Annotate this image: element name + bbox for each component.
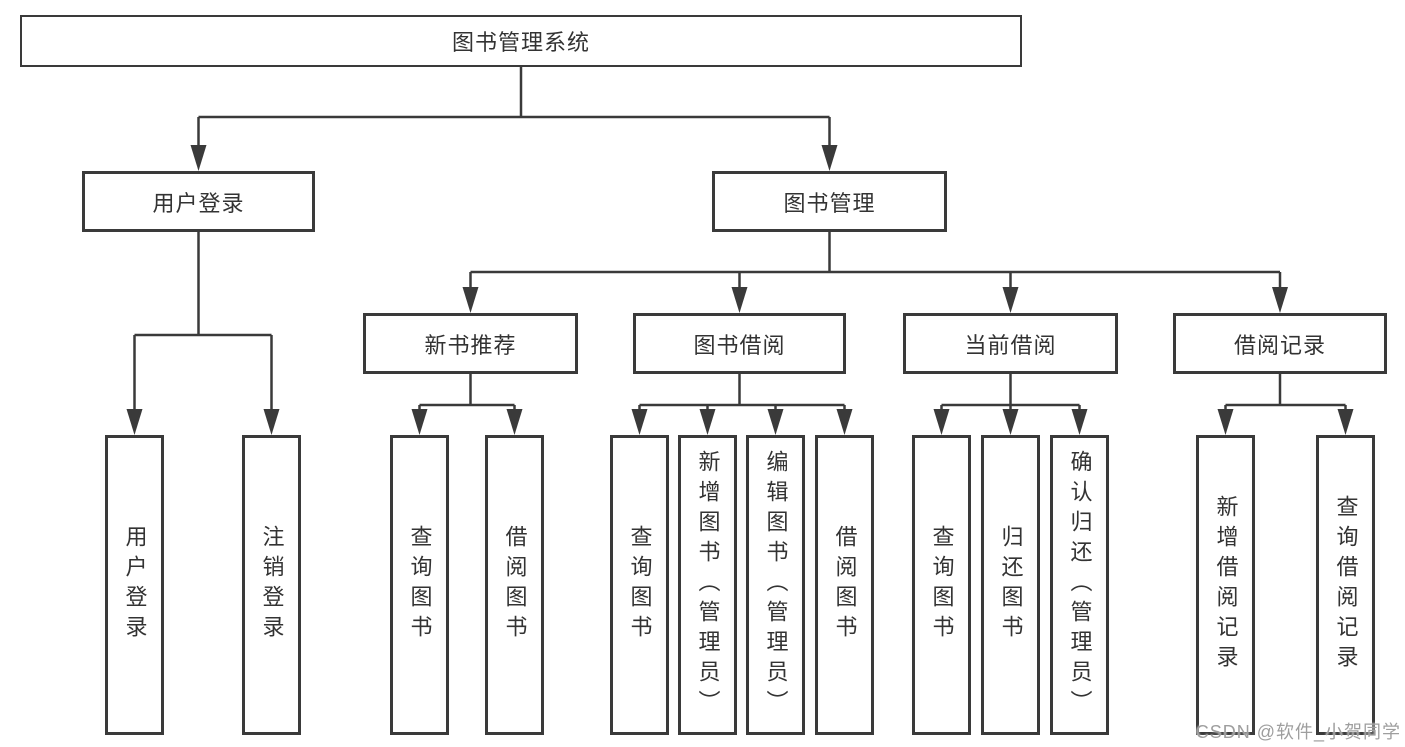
- node-label: 查询借阅记录: [1333, 495, 1359, 675]
- node-label: 图书管理系统: [451, 30, 590, 55]
- leaf-records-add-record: 新增借阅记录: [1196, 435, 1255, 735]
- node-label: 编辑图书（管理员）: [763, 450, 789, 720]
- leaf-current-search-books: 查询图书: [912, 435, 971, 735]
- leaf-borrowing-add-books-admin: 新增图书（管理员）: [678, 435, 737, 735]
- node-label: 借阅图书: [832, 525, 858, 645]
- leaf-current-confirm-return-admin: 确认归还（管理员）: [1050, 435, 1109, 735]
- node-label: 新增借阅记录: [1213, 495, 1239, 675]
- node-label: 查询图书: [627, 525, 653, 645]
- node-label: 确认归还（管理员）: [1067, 450, 1093, 720]
- leaf-recommend-borrow-books: 借阅图书: [485, 435, 544, 735]
- node-book-borrowing: 图书借阅: [633, 313, 846, 374]
- node-label: 借阅记录: [1233, 332, 1326, 358]
- node-label: 注销登录: [259, 525, 285, 645]
- node-borrowing-records: 借阅记录: [1173, 313, 1387, 374]
- leaf-records-search-record: 查询借阅记录: [1316, 435, 1375, 735]
- node-label: 查询图书: [407, 525, 433, 645]
- node-current-borrowing: 当前借阅: [903, 313, 1118, 374]
- node-label: 借阅图书: [502, 525, 528, 645]
- leaf-user-login: 用户登录: [105, 435, 164, 735]
- node-label: 新增图书（管理员）: [695, 450, 721, 720]
- leaf-current-return-books: 归还图书: [981, 435, 1040, 735]
- node-label: 图书借阅: [693, 332, 786, 358]
- node-label: 查询图书: [929, 525, 955, 645]
- leaf-borrowing-edit-books-admin: 编辑图书（管理员）: [746, 435, 805, 735]
- node-new-book-recommend: 新书推荐: [363, 313, 578, 374]
- leaf-logout: 注销登录: [242, 435, 301, 735]
- node-label: 用户登录: [152, 190, 245, 216]
- node-label: 图书管理: [783, 190, 876, 216]
- leaf-borrowing-borrow-books: 借阅图书: [815, 435, 874, 735]
- node-label: 当前借阅: [964, 332, 1057, 358]
- node-label: 归还图书: [998, 525, 1024, 645]
- leaf-recommend-search-books: 查询图书: [390, 435, 449, 735]
- node-user-login: 用户登录: [82, 171, 315, 232]
- node-label: 新书推荐: [424, 332, 517, 358]
- leaf-borrowing-search-books: 查询图书: [610, 435, 669, 735]
- node-label: 用户登录: [122, 525, 148, 645]
- node-book-management: 图书管理: [712, 171, 947, 232]
- node-library-management-system: 图书管理系统: [20, 15, 1022, 67]
- csdn-watermark: CSDN @软件_小贺同学: [1195, 722, 1401, 742]
